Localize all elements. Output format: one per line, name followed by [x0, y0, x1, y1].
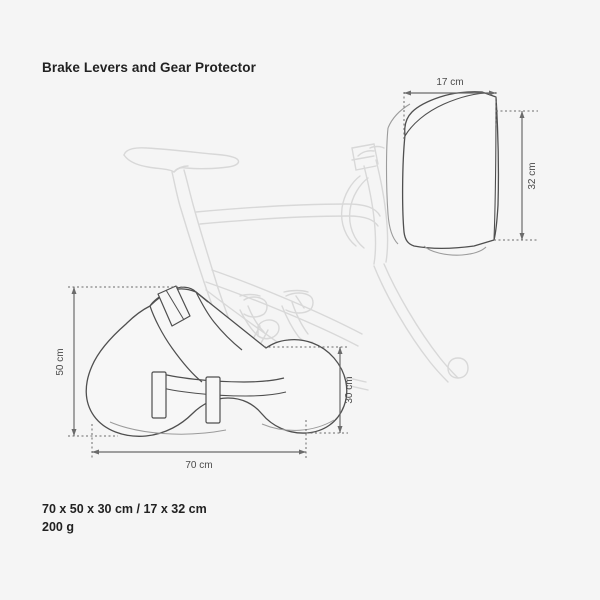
dimension-17cm: 17 cm	[403, 77, 497, 140]
dimension-70cm: 70 cm	[91, 420, 307, 471]
spec-weight: 200 g	[42, 520, 74, 534]
bicycle-outline	[123, 143, 469, 391]
gear-protector-bag	[385, 91, 500, 256]
brake-levers-pack	[85, 285, 348, 437]
dimension-32cm: 32 cm	[494, 110, 538, 241]
product-specs: 70 x 50 x 30 cm / 17 x 32 cm 200 g	[42, 500, 207, 536]
dimension-label-17cm: 17 cm	[436, 77, 463, 88]
dimension-label-30cm: 30 cm	[344, 376, 355, 403]
spec-dimensions: 70 x 50 x 30 cm / 17 x 32 cm	[42, 502, 207, 516]
dimension-label-70cm: 70 cm	[185, 460, 212, 471]
dimension-label-32cm: 32 cm	[527, 162, 538, 189]
page-title: Brake Levers and Gear Protector	[42, 60, 256, 75]
dimension-label-50cm: 50 cm	[55, 348, 66, 375]
dimension-50cm: 50 cm	[55, 286, 182, 437]
dimension-30cm: 30 cm	[264, 346, 355, 434]
